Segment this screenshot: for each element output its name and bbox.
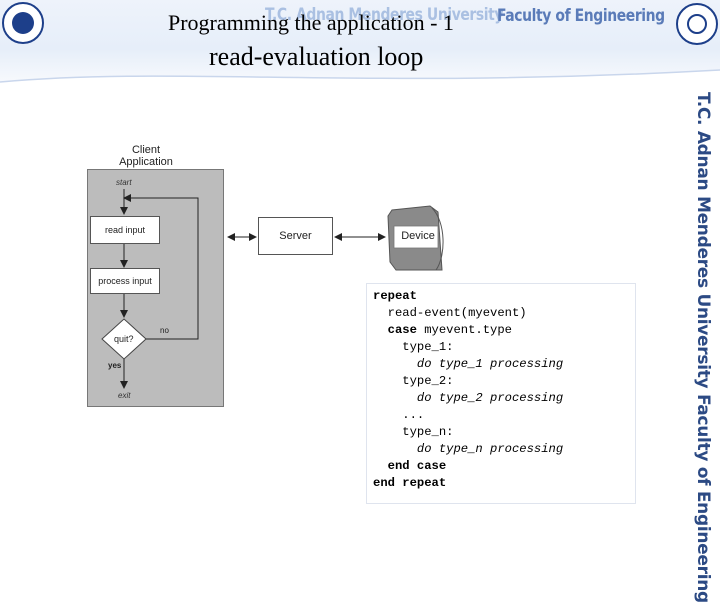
code-line: end case xyxy=(373,458,447,475)
code-line-text: end case xyxy=(387,459,447,473)
code-line: case myevent.type xyxy=(373,322,512,339)
faculty-logo-right xyxy=(676,3,718,45)
header-wave-decoration xyxy=(0,69,720,88)
no-label: no xyxy=(160,326,169,335)
code-line: type_2: xyxy=(373,373,453,390)
code-line-text: case myevent.type xyxy=(387,323,512,337)
diagram-connectors xyxy=(101,189,444,389)
device-screen xyxy=(393,225,439,249)
header-band xyxy=(0,0,720,82)
client-label-line2: Application xyxy=(119,156,173,168)
code-line-text: do type_2 processing xyxy=(416,391,564,405)
server-box: Server xyxy=(258,217,333,255)
client-application-label: Client Application xyxy=(108,144,184,168)
slide-subtitle: read-evaluation loop xyxy=(209,42,424,71)
slide-title: Programming the application - 1 xyxy=(168,10,454,35)
header-faculty-name: Faculty of Engineering xyxy=(497,6,665,26)
code-line-text: ... xyxy=(402,408,425,422)
code-line: do type_n processing xyxy=(373,441,563,458)
header-university-name: T.C. Adnan Menderes University xyxy=(265,5,504,25)
code-line: do type_2 processing xyxy=(373,390,563,407)
code-line-text: do type_n processing xyxy=(416,442,564,456)
device-label: Device xyxy=(401,230,435,242)
start-label: start xyxy=(116,178,132,187)
process-input-box: process input xyxy=(90,268,160,294)
code-line: do type_1 processing xyxy=(373,356,563,373)
code-line-text: repeat xyxy=(373,289,417,303)
code-line-text: type_2: xyxy=(402,374,454,388)
code-line-text: type_1: xyxy=(402,340,454,354)
client-label-line1: Client xyxy=(131,144,161,156)
code-line: repeat xyxy=(373,288,417,305)
code-line-text: read-event(myevent) xyxy=(387,306,527,320)
code-line-text: end repeat xyxy=(373,476,447,490)
code-line: ... xyxy=(373,407,424,424)
code-line: type_1: xyxy=(373,339,453,356)
server-label: Server xyxy=(279,230,312,242)
code-line: type_n: xyxy=(373,424,453,441)
code-line-text: type_n: xyxy=(402,425,454,439)
code-line: end repeat xyxy=(373,475,446,492)
code-line: read-event(myevent) xyxy=(373,305,527,322)
exit-label: exit xyxy=(118,391,131,400)
university-logo-left xyxy=(2,2,44,44)
pseudocode-panel: repeat read-event(myevent) case myevent.… xyxy=(366,283,636,504)
read-input-box: read input xyxy=(90,216,160,244)
decision-label: quit? xyxy=(114,334,134,344)
code-line-text: do type_1 processing xyxy=(416,357,564,371)
yes-label: yes xyxy=(108,361,122,370)
